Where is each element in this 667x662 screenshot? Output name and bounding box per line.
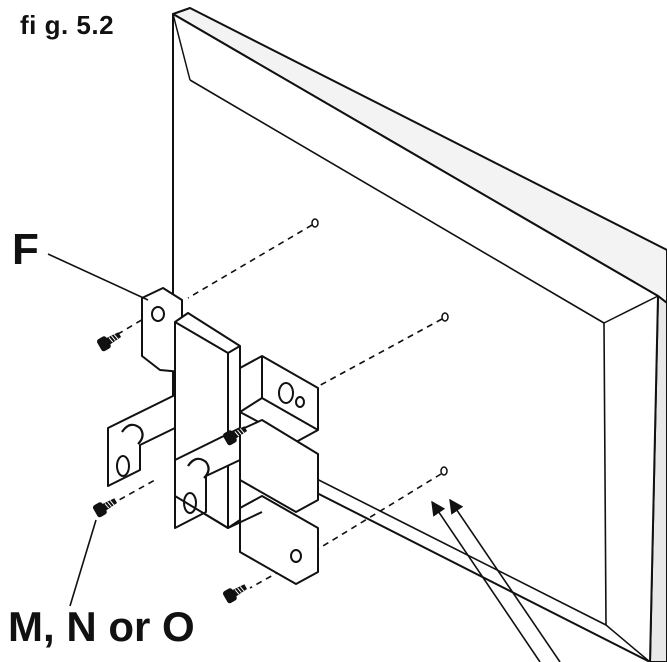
screw-icon [222,426,248,446]
bracket-side-ledge [239,419,319,513]
bracket-assembly [107,287,319,585]
mount-hole [441,312,449,322]
bracket-slot [278,382,294,404]
screw-icon [222,584,248,604]
monitor-back-panel [172,7,667,662]
guide-line [299,473,442,561]
figure-number: fi g. 5.2 [20,10,115,40]
screw-icon [96,332,122,352]
mount-hole [311,218,319,228]
arrow-icon [449,498,561,662]
leader-lines [47,253,561,662]
guide-line [249,559,301,589]
screw-icon [92,498,118,518]
leader-line-bracket [47,253,149,301]
monitor-inner-panel [189,79,607,626]
guide-line [109,479,156,506]
guide-line [187,224,313,299]
leader-line-screws [69,519,97,607]
alignment-guides [107,224,443,589]
bracket-slot [151,306,165,322]
bracket-tab-lower-right [239,495,319,585]
screws [92,332,248,604]
mount-hole [440,466,448,476]
guide-line [314,318,443,389]
callout-bracket-label: F [12,225,39,274]
bracket-slot [295,396,305,408]
bracket-slot [290,549,302,563]
callout-screws-label: M, N or O [8,603,195,650]
arrow-icon [431,500,541,662]
monitor-mount-holes [311,218,449,476]
bracket-slot [116,455,130,477]
